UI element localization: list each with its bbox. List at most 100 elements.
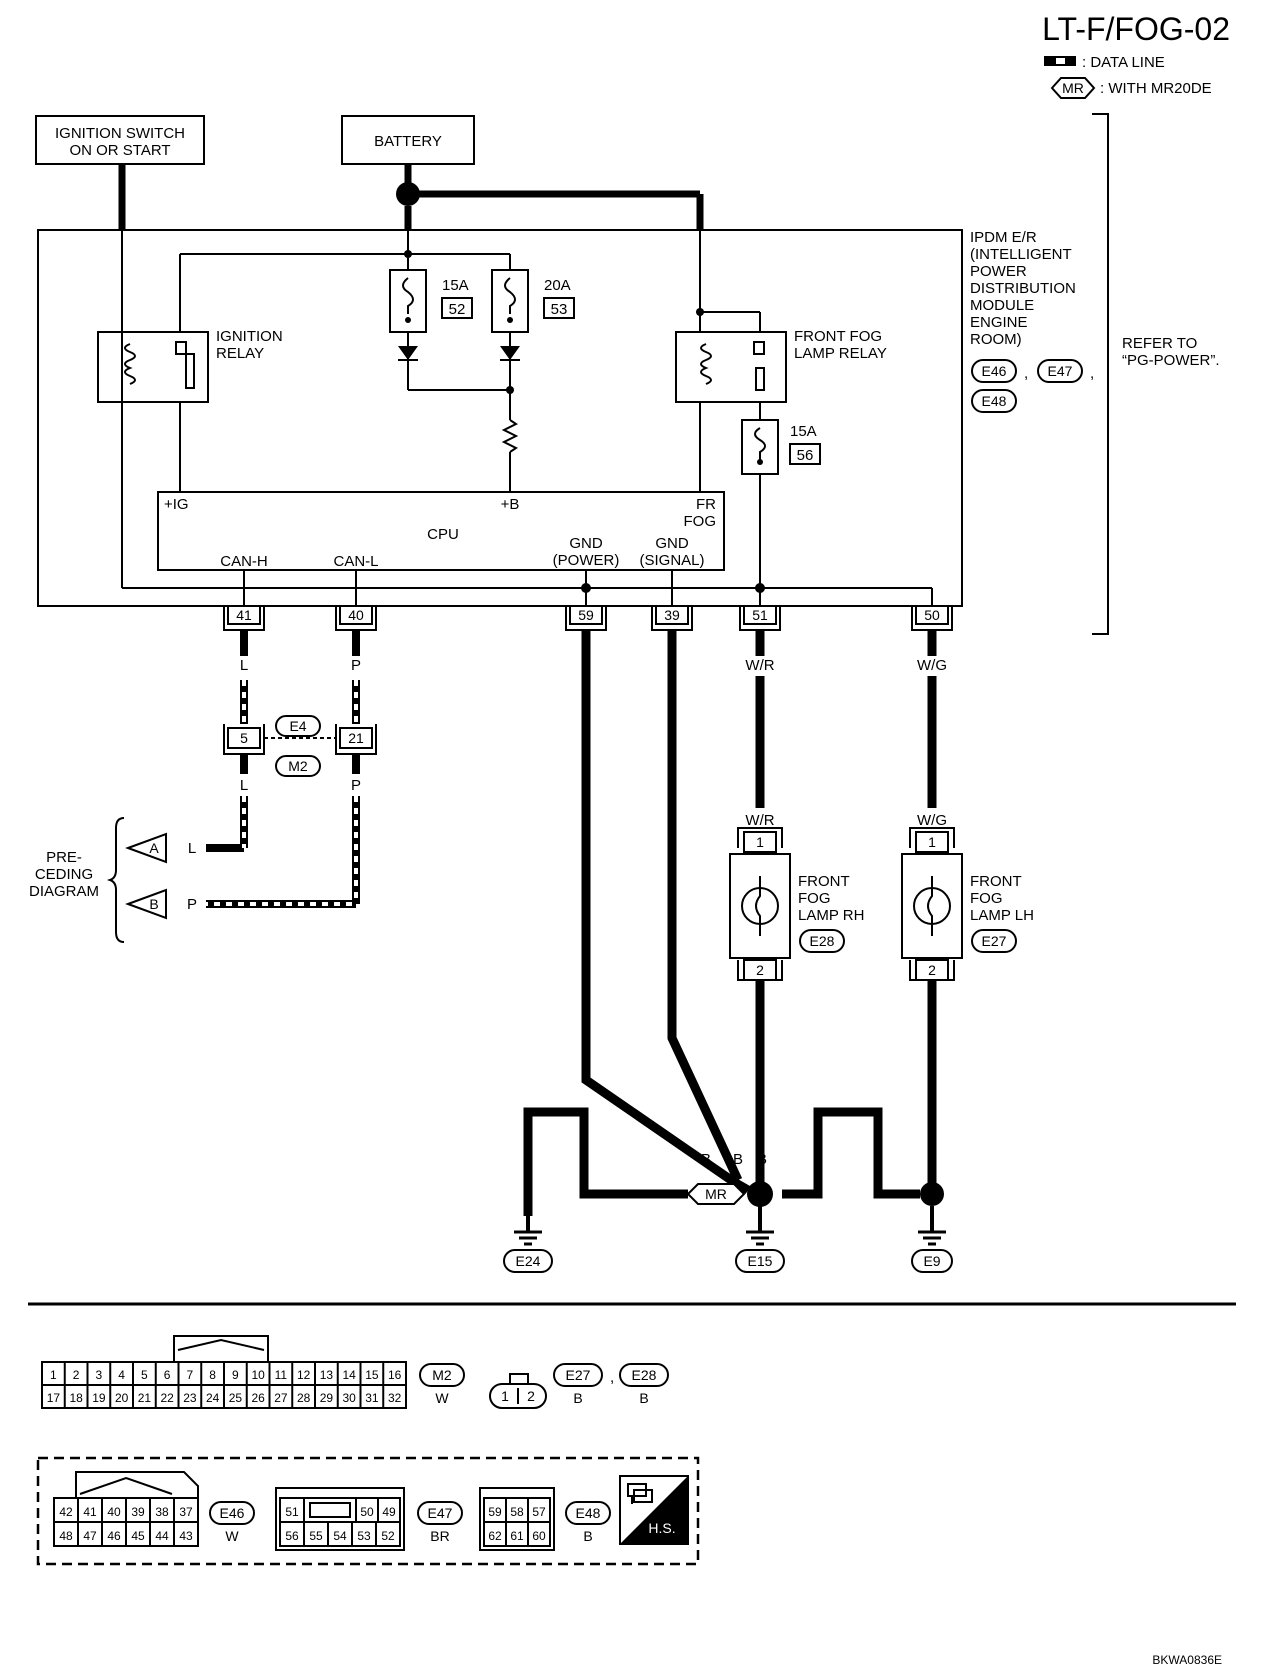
pin-cell: 58 — [510, 1505, 524, 1519]
pin-cell: 55 — [309, 1529, 323, 1543]
svg-text:GND: GND — [569, 535, 603, 552]
svg-text:E27: E27 — [982, 933, 1007, 949]
svg-text:56: 56 — [797, 447, 814, 464]
svg-text:DIAGRAM: DIAGRAM — [29, 883, 99, 900]
pin-cell: 45 — [131, 1529, 145, 1543]
svg-text:ENGINE: ENGINE — [970, 314, 1028, 331]
svg-text:P: P — [187, 896, 197, 913]
svg-text:E46: E46 — [982, 363, 1007, 379]
svg-text:CAN-L: CAN-L — [333, 553, 378, 570]
svg-text:2: 2 — [756, 962, 764, 978]
pin-cell: 8 — [209, 1368, 216, 1382]
fog-lh-feed: W/G W/G — [917, 630, 947, 829]
svg-text:FRONT: FRONT — [798, 873, 850, 890]
pin-cell: 13 — [320, 1368, 334, 1382]
svg-text:+B: +B — [501, 496, 520, 513]
svg-text:IGNITION SWITCH: IGNITION SWITCH — [55, 125, 185, 142]
fog-rh-feed: W/R W/R — [745, 630, 775, 829]
can-data-lines: L P L P L P — [187, 630, 361, 913]
svg-text:GND: GND — [655, 535, 689, 552]
pin-cell: 11 — [275, 1368, 288, 1382]
page-title: LT-F/FOG-02 — [1042, 11, 1230, 47]
terminal-39: 39 — [651, 605, 693, 631]
svg-text:CEDING: CEDING — [35, 866, 93, 883]
svg-text:MODULE: MODULE — [970, 297, 1034, 314]
refer-bracket: REFER TO “PG-POWER”. — [1092, 113, 1220, 635]
pin-cell: 5 — [141, 1368, 148, 1382]
svg-text:E48: E48 — [576, 1505, 601, 1521]
svg-text:POWER: POWER — [970, 263, 1027, 280]
svg-text:B: B — [701, 1151, 711, 1168]
pin-cell: 48 — [59, 1529, 73, 1543]
figure-code: BKWA0836E — [1152, 1653, 1222, 1667]
svg-text:M2: M2 — [288, 758, 308, 774]
svg-text:5: 5 — [240, 730, 248, 746]
svg-text:: WITH MR20DE: : WITH MR20DE — [1100, 80, 1212, 97]
pin-cell: 38 — [155, 1505, 169, 1519]
svg-text:FRONT: FRONT — [970, 873, 1022, 890]
pin-cell: 17 — [47, 1391, 61, 1405]
svg-text:1: 1 — [501, 1388, 509, 1404]
pin-cell: 6 — [164, 1368, 171, 1382]
svg-text:B: B — [579, 1151, 589, 1168]
pin-cell: 29 — [320, 1391, 334, 1405]
svg-text:REFER TO: REFER TO — [1122, 335, 1197, 352]
pin-cell: 1 — [50, 1368, 57, 1382]
svg-text:50: 50 — [924, 607, 940, 623]
svg-text:E4: E4 — [289, 718, 306, 734]
svg-text:CPU: CPU — [427, 526, 459, 543]
harness-side-badge: H.S. — [619, 1475, 689, 1545]
svg-text:39: 39 — [664, 607, 680, 623]
pin-cell: 15 — [365, 1368, 379, 1382]
svg-text:1: 1 — [756, 834, 764, 850]
pin-cell: 14 — [342, 1368, 356, 1382]
ipdm-terminals: 41 40 59 39 51 50 — [223, 605, 953, 631]
svg-text:W/G: W/G — [917, 657, 947, 674]
svg-text:ON OR START: ON OR START — [69, 142, 170, 159]
svg-text:CAN-H: CAN-H — [220, 553, 268, 570]
legend-mr: MR : WITH MR20DE — [1050, 77, 1212, 99]
svg-text:B: B — [667, 657, 677, 674]
ground-e15: E15 — [735, 1206, 785, 1273]
svg-text:,: , — [1090, 365, 1094, 382]
svg-text:E28: E28 — [810, 933, 835, 949]
svg-text:(SIGNAL): (SIGNAL) — [639, 552, 704, 569]
svg-text:MR: MR — [705, 1186, 727, 1202]
svg-text:W: W — [435, 1390, 449, 1406]
pin-cell: 50 — [360, 1505, 374, 1519]
pin-cell: 46 — [107, 1529, 121, 1543]
pin-cell: 51 — [285, 1505, 299, 1519]
svg-text:P: P — [351, 777, 361, 794]
svg-text:L: L — [240, 657, 248, 674]
svg-text:15A: 15A — [790, 423, 817, 440]
svg-text:H.S.: H.S. — [648, 1520, 675, 1536]
pin-cell: 9 — [232, 1368, 239, 1382]
svg-text:(POWER): (POWER) — [553, 552, 620, 569]
svg-text:L: L — [240, 777, 248, 794]
svg-text:IPDM E/R: IPDM E/R — [970, 229, 1037, 246]
pin-cell: 37 — [179, 1505, 193, 1519]
pin-cell: 54 — [333, 1529, 347, 1543]
svg-text:2: 2 — [527, 1388, 535, 1404]
power-feed-lines — [118, 164, 704, 230]
terminal-50: 50 — [911, 605, 953, 631]
pin-cell: 27 — [274, 1391, 288, 1405]
svg-text:1: 1 — [928, 834, 936, 850]
svg-text:FOG: FOG — [684, 513, 717, 530]
pin-cell: 19 — [92, 1391, 106, 1405]
svg-text:“PG-POWER”.: “PG-POWER”. — [1122, 352, 1220, 369]
svg-text:W: W — [225, 1528, 239, 1544]
svg-text:: DATA LINE: : DATA LINE — [1082, 54, 1165, 71]
svg-text:B: B — [873, 1151, 883, 1168]
svg-text:LAMP LH: LAMP LH — [970, 907, 1034, 924]
svg-text:M2: M2 — [432, 1367, 452, 1383]
svg-text:(INTELLIGENT: (INTELLIGENT — [970, 246, 1072, 263]
svg-text:41: 41 — [236, 607, 252, 623]
pin-cell: 61 — [510, 1529, 524, 1543]
svg-text:B: B — [581, 657, 591, 674]
diode-pair — [398, 346, 520, 361]
pin-cell: 12 — [297, 1368, 311, 1382]
svg-text:A: A — [149, 840, 159, 856]
svg-text:L: L — [188, 840, 196, 857]
